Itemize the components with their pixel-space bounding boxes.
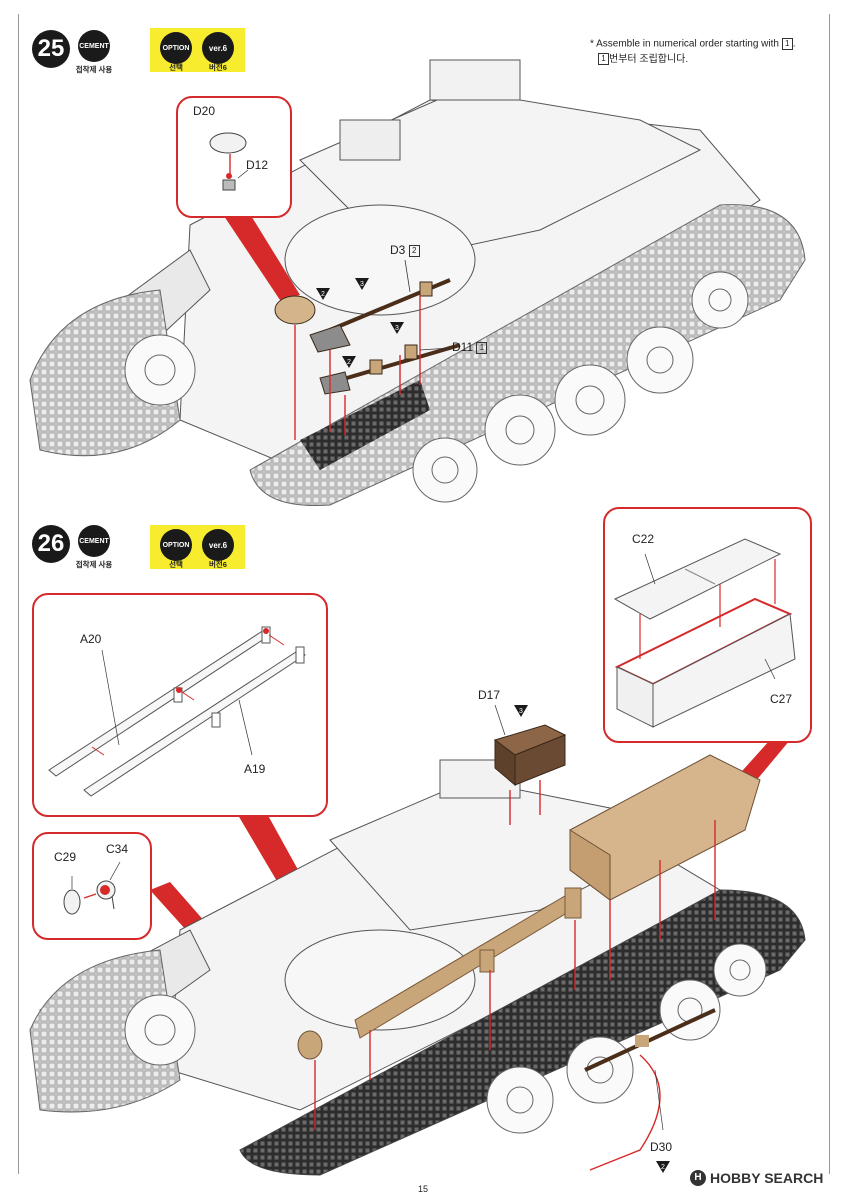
assembly-order-note: * Assemble in numerical order starting w… <box>590 38 796 66</box>
part-label-c29: C29 <box>54 850 77 864</box>
note-line2-text: 번부터 조립합니다. <box>609 54 689 65</box>
marker-3a-text: 3 <box>360 281 364 288</box>
d11-num-box: 1 <box>476 341 488 354</box>
placement-arrows-26 <box>314 780 716 1171</box>
road-wheels-26 <box>124 943 767 1134</box>
d3-num-box: 2 <box>408 244 420 257</box>
stowage-bin-detail <box>613 538 796 728</box>
part-label-d30: D30 <box>650 1140 673 1154</box>
cement-badge: CEMENT <box>78 30 110 62</box>
d11-text: D11 <box>452 340 474 354</box>
headlight-parts-detail <box>63 861 121 915</box>
part-label-c34: C34 <box>106 842 129 856</box>
option-box-26: OPTION ver.6 선택 버전6 <box>150 525 245 569</box>
version-label: 버전6 <box>209 560 227 569</box>
option-box-25: OPTION ver.6 선택 버전6 <box>150 28 245 72</box>
callout-pointer-25 <box>220 210 300 300</box>
order-marker-2a <box>316 288 330 300</box>
order-marker-3a <box>355 278 369 290</box>
note-line-1: * Assemble in numerical order starting w… <box>590 38 796 50</box>
option-badge: OPTION <box>160 32 192 64</box>
note-line1-end: . <box>792 38 796 50</box>
callout-box-rails <box>32 593 328 817</box>
page-number: 15 <box>418 1184 429 1194</box>
page-frame <box>18 14 830 1174</box>
track-right-25 <box>249 204 806 507</box>
option-label: 선택 <box>169 63 183 72</box>
callout-box-stowage-bin <box>603 507 812 743</box>
step-number-text: 25 <box>37 35 65 62</box>
rails-detail <box>48 626 306 797</box>
road-wheels-25 <box>124 271 749 503</box>
part-label-a19: A19 <box>244 762 266 776</box>
cement-badge: CEMENT <box>78 525 110 557</box>
cement-label: 접착제 사용 <box>75 560 113 569</box>
d3-text: D3 <box>390 243 406 257</box>
track-left-26 <box>29 949 181 1113</box>
version-badge-text: ver.6 <box>208 540 228 550</box>
ammo-box-d17 <box>493 724 567 787</box>
track-right-26 <box>239 889 806 1176</box>
part-label-d17: D17 <box>478 688 501 702</box>
callout-box-d20-d12 <box>176 96 292 218</box>
note-line1-text: * Assemble in numerical order starting w… <box>590 38 779 50</box>
leader-d11 <box>419 347 451 351</box>
order-marker-2b <box>342 356 356 368</box>
version-badge: ver.6 <box>202 32 234 64</box>
option-badge: OPTION <box>160 529 192 561</box>
option-label: 선택 <box>169 560 183 569</box>
version-badge-text: ver.6 <box>208 43 228 53</box>
cement-badge-text: CEMENT <box>79 537 109 545</box>
step-25-number: 25 <box>32 30 70 68</box>
part-label-d11: D11 1 <box>452 340 488 354</box>
cement-icon-26: CEMENT <box>78 525 110 557</box>
note-num-box-2: 1 <box>598 53 609 66</box>
order-marker-3 <box>514 705 528 717</box>
order-marker-2 <box>656 1161 670 1173</box>
marker-3-text: 3 <box>519 708 523 715</box>
version-badge: ver.6 <box>202 529 234 561</box>
marker-3b-text: 3 <box>395 325 399 332</box>
cement-label: 접착제 사용 <box>75 65 113 74</box>
marker-2b-text: 2 <box>347 359 351 366</box>
order-marker-3b <box>390 322 404 334</box>
watermark-logo-icon: H <box>690 1170 706 1186</box>
cement-icon-25: CEMENT <box>78 30 110 62</box>
leader-d3 <box>404 259 411 293</box>
part-label-c27: C27 <box>770 692 793 706</box>
tool-d30 <box>584 1008 716 1072</box>
callout-box-headlight <box>32 832 152 940</box>
part-label-d20: D20 <box>193 104 216 118</box>
marker-2a-text: 2 <box>321 291 325 298</box>
part-label-d3: D3 2 <box>390 243 420 257</box>
step-26-illustration: 3 2 <box>29 704 806 1176</box>
note-num-box: 1 <box>781 38 793 50</box>
part-label-a20: A20 <box>80 632 102 646</box>
version-label: 버전6 <box>209 63 227 72</box>
marker-2-text: 2 <box>661 1164 665 1171</box>
part-label-d12: D12 <box>246 158 269 172</box>
order-markers-25 <box>316 278 404 368</box>
cement-badge-text: CEMENT <box>79 42 109 50</box>
watermark-text: HOBBY SEARCH <box>710 1170 824 1186</box>
step-number-text: 26 <box>37 530 65 557</box>
step-26-number: 26 <box>32 525 70 563</box>
option-badge-text: OPTION <box>162 44 190 52</box>
watermark: H HOBBY SEARCH <box>690 1170 823 1186</box>
headlight-detail <box>209 132 249 191</box>
option-badge-text: OPTION <box>162 541 190 549</box>
part-label-c22: C22 <box>632 532 655 546</box>
placement-arrows-25 <box>294 295 421 440</box>
step-25-illustration: 2 3 3 2 <box>29 59 806 507</box>
installed-headlight <box>297 1030 323 1060</box>
